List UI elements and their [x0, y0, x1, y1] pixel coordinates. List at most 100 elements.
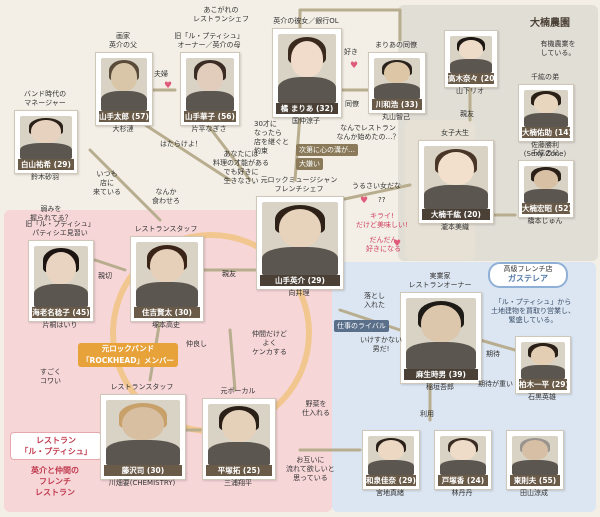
character-role: レストランスタッフ — [134, 225, 198, 233]
rel-futsu: 30才に なったら 店を継ぐと 約束 — [254, 120, 289, 155]
character-role: 千紘の父 — [531, 149, 559, 157]
character-role: バンド時代の マネージャー — [23, 90, 67, 107]
rel-ituyomo: いつも 店に 来ている — [93, 170, 121, 196]
character-card-ebina: 海老名稔子 (45) — [28, 240, 94, 322]
portrait — [521, 342, 565, 379]
portrait — [450, 36, 492, 73]
actor-name: 橋本じゅん — [527, 217, 563, 225]
character-card-hiraga: 平塚拓 (25) — [202, 398, 276, 480]
character-role: 女子大生 — [441, 129, 469, 137]
character-name: 山手英介 (29) — [260, 275, 340, 286]
portrait — [20, 116, 72, 159]
character-name: 山手太郎 (57) — [99, 111, 149, 122]
actor-name: 三浦翔平 — [224, 479, 252, 487]
rockhead-tag: 元ロックバンド 「ROCKHEAD」メンバー — [78, 343, 178, 367]
character-name: 川和浩 (33) — [372, 99, 422, 110]
character-role: 旧「ル・プティシュ」 オーナー／英介の母 — [174, 32, 244, 49]
character-name: 高木奈々 (20) — [448, 73, 494, 84]
portrait — [101, 58, 147, 111]
rel-yowami: 弱みを 握られてる？ — [30, 205, 72, 222]
portrait — [524, 166, 568, 203]
rel-suki1: 好き — [344, 48, 358, 56]
actor-name: 宮地真緒 — [376, 489, 404, 497]
rel-nande: なんでレストラン なんか始めたの…？ — [336, 124, 400, 141]
rel-aa: あこがれの レストランシェフ — [193, 6, 249, 23]
rel-tsugi: 次第に心の溝が… — [296, 144, 358, 156]
leptitsiche-label: レストラン — [36, 436, 76, 445]
character-card-tachibana_marino: 橘 まりあ (32) — [272, 28, 342, 118]
actor-name: 片平なぎさ — [191, 125, 227, 133]
character-role: 元ロックミュージシャン フレンチシェフ — [260, 176, 338, 193]
actor-name: 鈴木砂羽 — [31, 173, 59, 181]
character-name: 麻生時男 (39) — [404, 369, 478, 380]
character-card-oogusu_father: 大楠宏昭 (52) — [518, 160, 574, 218]
rel-daikirai: 大嫌い — [296, 158, 323, 170]
rel-rival: 仕事のライバル — [334, 320, 389, 332]
oogusu-desc: 有機農業を している。 — [540, 40, 576, 57]
character-card-oogusu_tomoya: 大楠佑助 (14) — [518, 84, 574, 142]
portrait — [186, 58, 234, 111]
character-name: 柏木一平 (29) — [519, 379, 567, 390]
character-card-yamate_taro: 山手太郎 (57) — [95, 52, 153, 126]
leptitsiche-title: レストラン 「ル・プティシュ」 — [10, 432, 102, 460]
character-name: 戸塚香 (24) — [438, 475, 488, 486]
character-role: 実業家 レストランオーナー — [408, 272, 472, 289]
character-card-higashiya: 東則夫 (55) — [506, 430, 564, 490]
leptitsiche-name: 「ル・プティシュ」 — [20, 447, 92, 456]
portrait — [440, 436, 486, 475]
portrait — [512, 436, 558, 475]
rel-kirai: キライ! だけど美味しい! — [356, 212, 408, 229]
rel-riyou: 利用 — [420, 410, 434, 418]
portrait — [34, 246, 88, 307]
character-role: 元ボーカル — [220, 387, 256, 395]
actor-name: 山下リオ — [456, 87, 484, 95]
rel-hatarakenai: ?? — [378, 196, 386, 204]
leptitsiche-desc: 英介と仲間の フレンチ レストラン — [31, 466, 79, 497]
character-name: 平塚拓 (25) — [206, 465, 272, 476]
link-ebina-sumiyoshi — [93, 258, 127, 272]
portrait — [368, 436, 414, 475]
character-name: 白山祐希 (29) — [18, 159, 74, 170]
character-name: 東則夫 (55) — [510, 475, 560, 486]
link-shiraiwa-sumiyoshi — [88, 148, 162, 222]
heart-icon: ♥ — [393, 239, 402, 249]
character-card-kawada_kiyotaka: 川和浩 (33) — [368, 52, 426, 114]
actor-name: 国仲涼子 — [292, 117, 320, 125]
portrait — [524, 90, 568, 127]
character-card-fujisawa: 藤沢司 (30) — [100, 394, 186, 480]
gastelea-desc: 「ル・プティシュ」から 土地建物を買取り営業し、 繁盛している。 — [491, 298, 575, 324]
character-card-wada: 和泉佳奈 (29) — [362, 430, 420, 490]
portrait — [374, 58, 420, 99]
character-role: まりあの同僚 — [375, 41, 417, 49]
rel-sugoku: すごく コワい — [40, 368, 61, 385]
character-card-toyama: 戸塚香 (24) — [434, 430, 492, 490]
actor-name: 大杉漣 — [112, 125, 134, 133]
actor-name: 片桐はいり — [42, 321, 78, 329]
link-aso-kashiwagi — [478, 338, 517, 352]
rel-otoshi: 落とし 入れた — [364, 292, 385, 309]
rel-shinyu2: 親友 — [222, 270, 236, 278]
rel-hatarakiyo: はたらけよ！ — [160, 140, 202, 148]
actor-name: 石黒英雄 — [528, 393, 556, 401]
heart-icon: ♥ — [360, 196, 369, 206]
rockhead-line1: 元ロックバンド — [101, 344, 155, 353]
rel-nakayoshi: 仲良し — [186, 340, 207, 348]
rel-nanka: なんか 食わせろ — [152, 188, 180, 205]
character-name: 大楠宏昭 (52) — [522, 203, 570, 214]
character-card-shiraiwa: 白山祐希 (29) — [14, 110, 78, 174]
gastelea-label: 高級フレンチ店 — [503, 265, 553, 273]
character-role: 旧「ル・プティシュ」 パティシエ見習い — [25, 220, 95, 237]
rel-ikesukanai: いけすかない 男だ! — [360, 336, 402, 353]
character-name: 藤沢司 (30) — [104, 465, 182, 476]
rel-anata: あなたには 料理の才能がある でも好きに 生きなさい — [213, 150, 269, 185]
character-role: 千紘の弟 — [531, 73, 559, 81]
character-card-takagi_nanako: 高木奈々 (20) — [444, 30, 498, 88]
character-card-yamate_hanako: 山手華子 (56) — [180, 52, 240, 126]
actor-name: 田山涼成 — [520, 489, 548, 497]
oogusu-title: 大楠農園 — [530, 18, 570, 29]
character-card-yamate_eisuke: 山手英介 (29) — [256, 196, 344, 290]
actor-name: 向井理 — [288, 289, 310, 297]
character-name: 大楠千紘 (20) — [422, 209, 490, 220]
rel-otagai: お互いに 流れて欲しいと 思っている — [286, 456, 335, 482]
character-role: 英介の彼女／銀行OL — [273, 17, 339, 25]
